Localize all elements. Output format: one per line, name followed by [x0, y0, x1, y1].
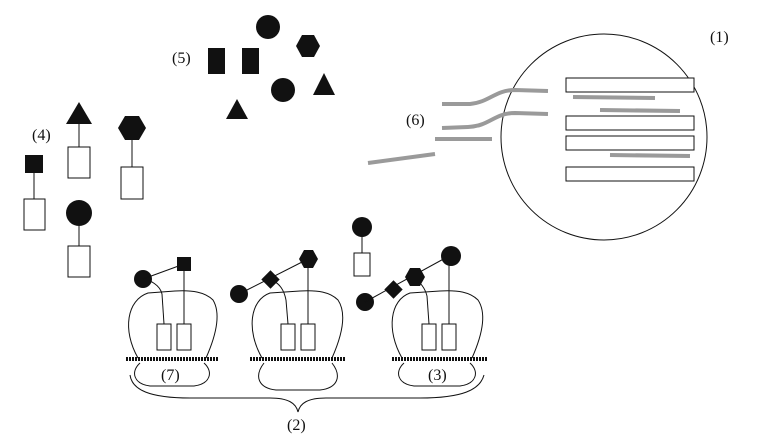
strand-inner-3	[609, 153, 691, 158]
circle-acid-1	[256, 15, 280, 39]
free-trna	[352, 217, 372, 277]
dna-bar-3	[565, 135, 695, 151]
polysome-brace	[129, 374, 485, 413]
square-acid-1	[208, 48, 225, 74]
brace-group: (2)	[129, 374, 485, 434]
ribosome-1: (7)	[126, 257, 219, 387]
trna-hexagon-acid	[118, 116, 146, 140]
trna-circle-acid	[66, 200, 92, 226]
ribosome-3: (3)	[356, 246, 487, 387]
ribosome-1-small-subunit	[134, 362, 210, 387]
free-trna-circle	[352, 217, 372, 237]
label-7: (7)	[161, 367, 180, 384]
mrna-strands: (6)	[367, 87, 549, 165]
ribosome-3-circle-acid-2	[441, 246, 461, 266]
strand-inner-1	[572, 95, 656, 100]
mrna-strand-2	[441, 110, 549, 130]
ribosome-3-large-subunit	[391, 290, 484, 359]
nucleus-circle	[500, 33, 708, 241]
ribosome-2-large-subunit	[251, 290, 344, 359]
triangle-acid-2	[226, 99, 248, 119]
ribosome-3-hexagon-acid	[405, 268, 425, 286]
triangle-acid-1	[313, 73, 335, 95]
trna-triangle-acid	[66, 102, 92, 124]
trna-group: (4)	[23, 102, 146, 278]
ribosome-2-hexagon-acid	[299, 250, 318, 268]
ribosome-1-square-acid	[177, 257, 191, 271]
label-5: (5)	[172, 50, 191, 67]
ribosome-2	[230, 250, 345, 391]
ribosome-3-diamond-acid	[384, 280, 403, 299]
dna-bar-1	[565, 77, 695, 93]
dna-bar-2	[565, 115, 695, 131]
dna-bar-4	[565, 166, 695, 182]
hexagon-acid-1	[296, 35, 320, 57]
nucleus-group: (1)	[500, 29, 729, 241]
trna-body-1	[23, 198, 46, 231]
trna-body-3	[120, 166, 144, 200]
mrna-strand-4	[367, 152, 436, 165]
ribosome-1-large-subunit	[128, 290, 218, 359]
ribosome-2-small-subunit	[258, 362, 338, 391]
free-amino-acids: (5)	[172, 15, 335, 119]
label-3: (3)	[428, 367, 447, 384]
label-6: (6)	[406, 112, 425, 129]
ribosome-2-diamond-acid	[261, 270, 280, 289]
trna-body-4	[67, 245, 91, 278]
square-acid-2	[242, 48, 259, 74]
ribosome-3-small-subunit	[398, 362, 476, 387]
label-4: (4)	[32, 127, 51, 144]
label-2: (2)	[287, 417, 306, 434]
trna-body-2	[67, 146, 91, 179]
trna-square-acid	[25, 155, 43, 173]
circle-acid-2	[271, 78, 295, 102]
mrna-strand-1	[442, 87, 549, 106]
free-trna-body	[353, 252, 371, 277]
strand-inner-2	[599, 108, 681, 113]
label-1: (1)	[710, 29, 729, 46]
